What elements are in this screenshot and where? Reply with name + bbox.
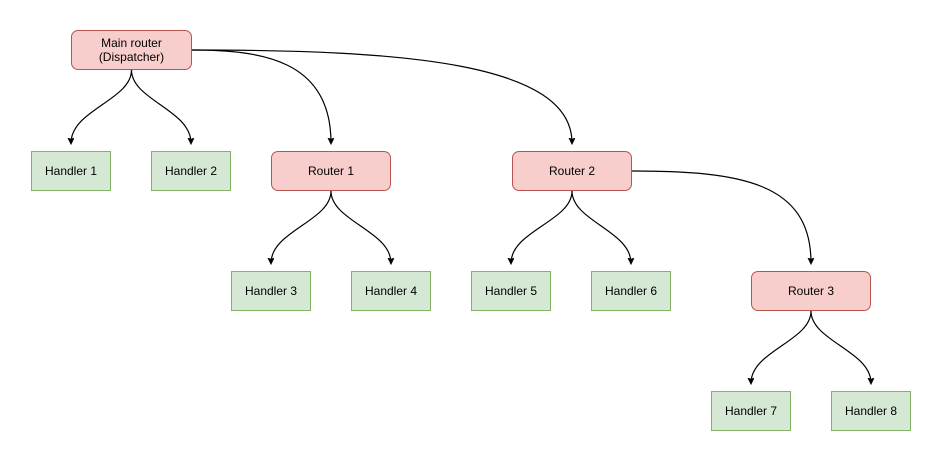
- node-label-router1: Router 1: [307, 164, 355, 178]
- node-router2[interactable]: Router 2: [512, 151, 632, 191]
- node-label-handler8: Handler 8: [844, 404, 898, 418]
- node-label-handler2: Handler 2: [164, 164, 218, 178]
- node-label-handler7: Handler 7: [724, 404, 778, 418]
- node-handler3[interactable]: Handler 3: [231, 271, 311, 311]
- edge-router1-to-handler3[interactable]: [271, 190, 332, 263]
- edges-group: [71, 49, 871, 383]
- node-handler7[interactable]: Handler 7: [711, 391, 791, 431]
- edge-main-to-handler1[interactable]: [71, 69, 133, 143]
- edge-main-to-router1[interactable]: [191, 49, 331, 143]
- edge-router2-to-handler5[interactable]: [511, 190, 573, 263]
- node-label-router2: Router 2: [548, 164, 596, 178]
- node-handler8[interactable]: Handler 8: [831, 391, 911, 431]
- edge-router3-to-handler7[interactable]: [751, 310, 812, 383]
- node-label-router3: Router 3: [787, 284, 835, 298]
- node-router3[interactable]: Router 3: [751, 271, 871, 311]
- edge-router3-to-handler8[interactable]: [810, 310, 871, 383]
- node-handler6[interactable]: Handler 6: [591, 271, 671, 311]
- edge-main-to-router2[interactable]: [191, 49, 572, 143]
- node-label-main: Main router (Dispatcher): [98, 36, 165, 64]
- node-handler5[interactable]: Handler 5: [471, 271, 551, 311]
- node-handler2[interactable]: Handler 2: [151, 151, 231, 191]
- node-label-handler3: Handler 3: [244, 284, 298, 298]
- node-handler4[interactable]: Handler 4: [351, 271, 431, 311]
- node-router1[interactable]: Router 1: [271, 151, 391, 191]
- edge-router1-to-handler4[interactable]: [330, 190, 391, 263]
- edge-main-to-handler2[interactable]: [130, 69, 192, 143]
- node-label-handler6: Handler 6: [604, 284, 658, 298]
- node-label-handler4: Handler 4: [364, 284, 418, 298]
- node-label-handler1: Handler 1: [44, 164, 98, 178]
- edge-router2-to-router3[interactable]: [631, 170, 811, 263]
- node-main[interactable]: Main router (Dispatcher): [71, 30, 192, 70]
- node-label-handler5: Handler 5: [484, 284, 538, 298]
- edge-router2-to-handler6[interactable]: [571, 190, 631, 263]
- node-handler1[interactable]: Handler 1: [31, 151, 111, 191]
